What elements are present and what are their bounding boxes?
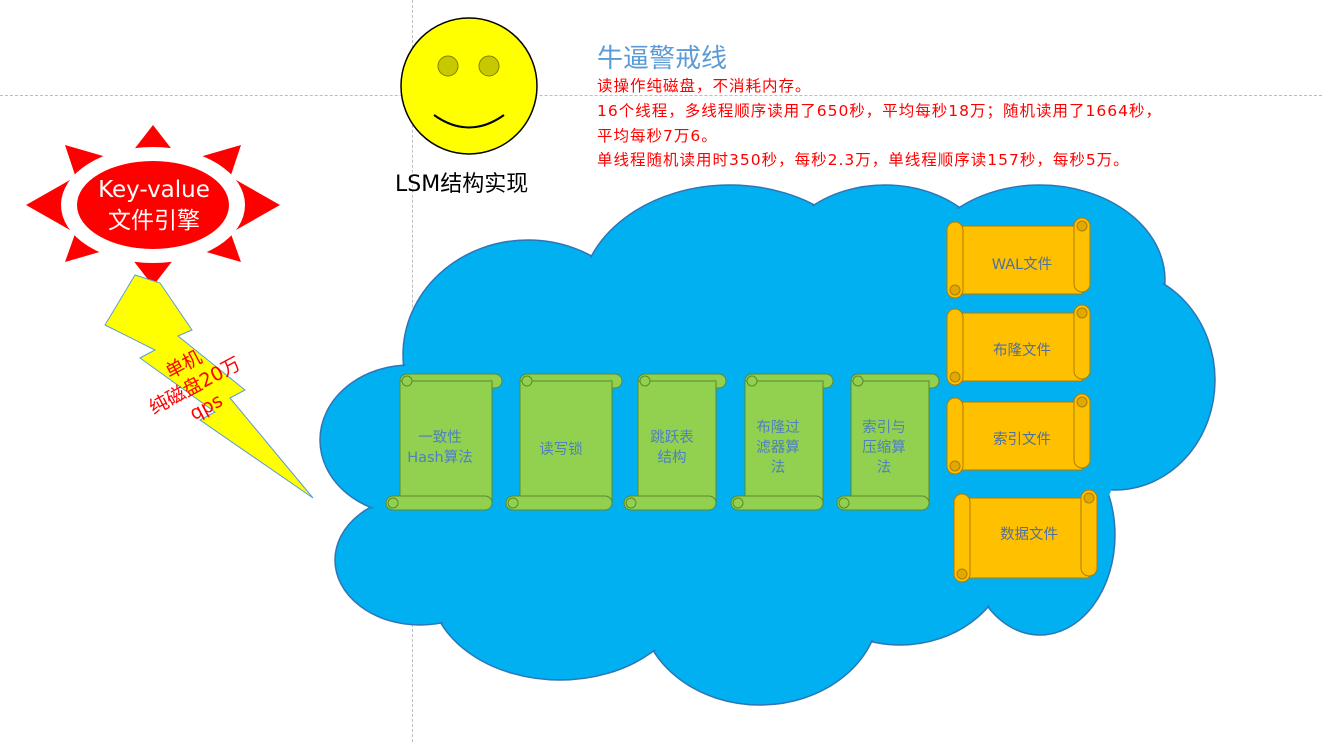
file-label-index: 索引文件 xyxy=(993,432,1051,448)
file-scrolls xyxy=(946,217,1098,583)
file-label-wal: WAL文件 xyxy=(991,257,1053,273)
scroll-bloom xyxy=(730,373,834,511)
algorithm-label-hash: 一致性 Hash算法 xyxy=(400,428,480,468)
warning-title: 牛逼警戒线 xyxy=(597,44,728,74)
algorithm-label-rwlock: 读写锁 xyxy=(521,440,601,460)
sun-burst-icon xyxy=(26,125,280,286)
warning-line-1: 读操作纯磁盘，不消耗内存。 xyxy=(597,77,812,95)
algorithm-label-index-compress-line-3: 法 xyxy=(876,460,892,476)
algorithm-label-bloom: 布隆过 滤器算 法 xyxy=(745,418,811,478)
scroll-data-file xyxy=(953,489,1098,583)
scroll-skiplist xyxy=(623,373,727,511)
algorithm-label-skiplist-line-1: 跳跃表 xyxy=(650,430,694,446)
lightning-bolt-icon xyxy=(104,274,314,499)
engine-label-line-2: 文件引擎 xyxy=(108,208,200,234)
algorithm-label-skiplist: 跳跃表 结构 xyxy=(639,428,705,468)
algorithm-label-index-compress-line-2: 压缩算 xyxy=(862,440,906,456)
lsm-caption: LSM结构实现 xyxy=(395,172,529,197)
file-label-bloom: 布隆文件 xyxy=(993,343,1051,359)
algorithm-label-hash-line-1: 一致性 xyxy=(418,430,462,446)
algorithm-label-index-compress: 索引与 压缩算 法 xyxy=(851,418,917,478)
algorithm-label-index-compress-line-1: 索引与 xyxy=(862,420,906,436)
algorithm-label-hash-line-2: Hash算法 xyxy=(407,450,473,466)
scroll-wal-file xyxy=(946,217,1091,299)
scroll-index-compress xyxy=(836,373,940,511)
algorithm-label-rwlock-line-1: 读写锁 xyxy=(539,442,583,458)
warning-line-4: 单线程随机读用时350秒，每秒2.3万，单线程顺序读157秒，每秒5万。 xyxy=(597,151,1130,169)
smiley-face-icon xyxy=(400,17,538,155)
algorithm-label-bloom-line-2: 滤器算 xyxy=(756,440,800,456)
algorithm-label-bloom-line-1: 布隆过 xyxy=(756,420,800,436)
horizontal-guide-line xyxy=(0,95,1322,96)
scroll-hash xyxy=(385,373,503,511)
algorithm-label-bloom-line-3: 法 xyxy=(770,460,786,476)
scroll-rwlock xyxy=(505,373,623,511)
warning-line-3: 平均每秒7万6。 xyxy=(597,127,718,145)
scroll-index-file xyxy=(946,393,1091,475)
scroll-bloom-file xyxy=(946,304,1091,386)
engine-label: Key-value 文件引擎 xyxy=(79,175,229,237)
warning-line-2: 16个线程，多线程顺序读用了650秒，平均每秒18万；随机读用了1664秒， xyxy=(597,102,1162,120)
file-label-data: 数据文件 xyxy=(1000,527,1058,543)
algorithm-scrolls xyxy=(385,373,940,511)
algorithm-label-skiplist-line-2: 结构 xyxy=(657,450,687,466)
engine-label-line-1: Key-value xyxy=(98,177,210,203)
